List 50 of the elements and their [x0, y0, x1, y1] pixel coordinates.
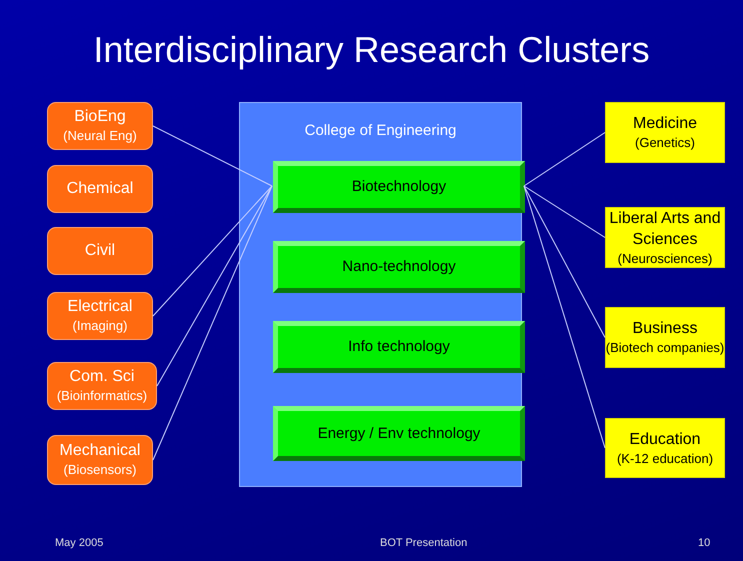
- cluster-box: [273, 321, 525, 373]
- node-label: Info technology: [348, 337, 450, 357]
- node-subtitle: (Genetics): [635, 134, 695, 152]
- college-box: [605, 418, 725, 478]
- department-box: [47, 292, 153, 340]
- node-subtitle: (K-12 education): [616, 450, 714, 468]
- connector-line: [524, 132, 606, 186]
- connector-line: [152, 126, 272, 186]
- connector-line: [152, 186, 272, 460]
- node-subtitle: (Neural Eng): [63, 127, 137, 145]
- connector-line: [524, 186, 606, 448]
- department-box: [47, 227, 153, 275]
- department-box: [47, 102, 153, 150]
- college-box: [605, 102, 725, 163]
- node-label: Chemical: [66, 179, 134, 199]
- node-subtitle: (Biosensors): [64, 461, 136, 479]
- node-subtitle: (Imaging): [72, 317, 128, 335]
- connector-line: [524, 186, 606, 338]
- node-label: Electrical: [68, 297, 132, 317]
- connector-line: [152, 186, 272, 316]
- connector-line: [524, 186, 606, 238]
- node-subtitle: (Biotech companies): [606, 339, 724, 357]
- node-subtitle: (Bioinformatics): [56, 387, 148, 405]
- college-box: [605, 307, 725, 368]
- college-box: [605, 207, 725, 268]
- department-box: [47, 362, 157, 410]
- node-label: Business: [632, 319, 698, 339]
- node-label: Education: [629, 430, 701, 450]
- node-label: Energy / Env technology: [318, 424, 480, 444]
- college-panel: [239, 102, 522, 487]
- cluster-box: [273, 161, 525, 213]
- node-label: Mechanical: [60, 441, 140, 461]
- node-label: BioEng: [74, 107, 126, 127]
- date-footer: May 2005: [55, 537, 104, 549]
- cluster-box: [273, 406, 525, 461]
- node-label: Nano-technology: [342, 257, 456, 277]
- footer-text: BOT Presentation: [380, 537, 468, 549]
- panel-title: College of Engineering: [304, 121, 456, 141]
- page-number: 10: [698, 537, 710, 549]
- node-label: Medicine: [632, 114, 698, 134]
- connector-line: [156, 186, 272, 386]
- slide-title: Interdisciplinary Research Clusters: [92, 30, 651, 70]
- node-label: Civil: [84, 241, 116, 261]
- department-box: [47, 165, 153, 213]
- department-box: [47, 435, 153, 485]
- node-label: Com. Sci: [70, 367, 134, 387]
- node-subtitle: (Neurosciences): [618, 250, 712, 268]
- cluster-box: [273, 241, 525, 293]
- node-label: Liberal Arts and Sciences: [608, 208, 722, 250]
- node-label: Biotechnology: [352, 177, 446, 197]
